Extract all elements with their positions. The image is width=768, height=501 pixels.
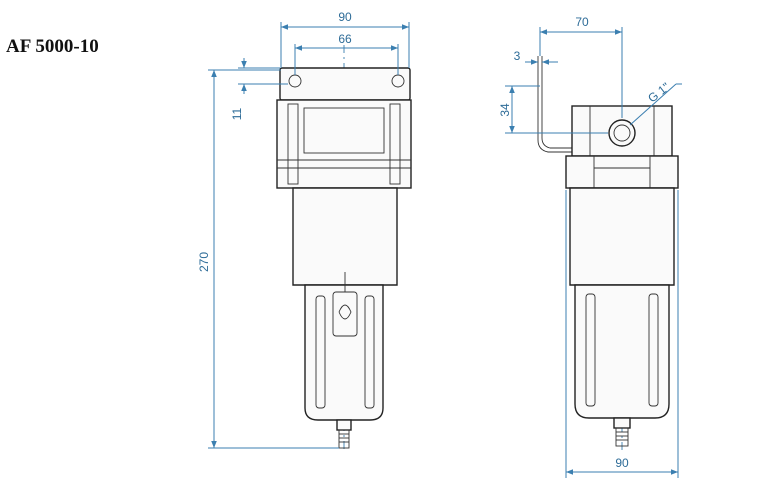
side-collar xyxy=(565,155,679,189)
side-guard-slot-right xyxy=(648,293,659,407)
front-height-label: 270 xyxy=(197,252,211,272)
side-port-thread-label: G 1" xyxy=(645,80,672,106)
side-guard-slot-left xyxy=(585,293,596,407)
front-head-rib-left xyxy=(287,103,299,185)
side-width-label: 90 xyxy=(615,456,629,470)
front-head-block xyxy=(276,99,412,189)
side-bowl-upper xyxy=(569,187,675,286)
front-drain-nut xyxy=(336,419,352,431)
front-bowl-guard xyxy=(304,284,384,421)
side-drain-nut xyxy=(613,417,631,429)
front-width-label: 90 xyxy=(338,10,352,24)
front-head-rib-right xyxy=(389,103,401,185)
model-title: AF 5000-10 xyxy=(6,36,99,57)
side-bracket-label: 3 xyxy=(514,49,521,63)
side-port-inner xyxy=(613,124,631,142)
front-guard-slot-right xyxy=(364,295,375,409)
front-flange-label: 11 xyxy=(230,107,244,120)
front-head-window xyxy=(303,107,385,154)
front-guard-slot-left xyxy=(315,295,326,409)
front-mounting-flange xyxy=(279,67,411,101)
side-port xyxy=(608,119,636,147)
side-bowl-guard xyxy=(574,284,670,419)
front-dimensions: 90 66 11 270 xyxy=(197,10,410,449)
front-bowl-upper xyxy=(292,187,398,286)
side-port-height-label: 34 xyxy=(498,103,512,117)
side-view xyxy=(537,56,679,450)
front-level-indicator xyxy=(338,272,352,320)
side-offset-label: 70 xyxy=(575,15,589,29)
side-drain-valve xyxy=(615,427,629,447)
side-mounting-bracket xyxy=(537,56,572,153)
front-drain-valve xyxy=(338,429,350,449)
front-view xyxy=(276,45,412,450)
side-port-leader xyxy=(629,83,677,126)
front-hole-spacing-label: 66 xyxy=(338,32,352,46)
